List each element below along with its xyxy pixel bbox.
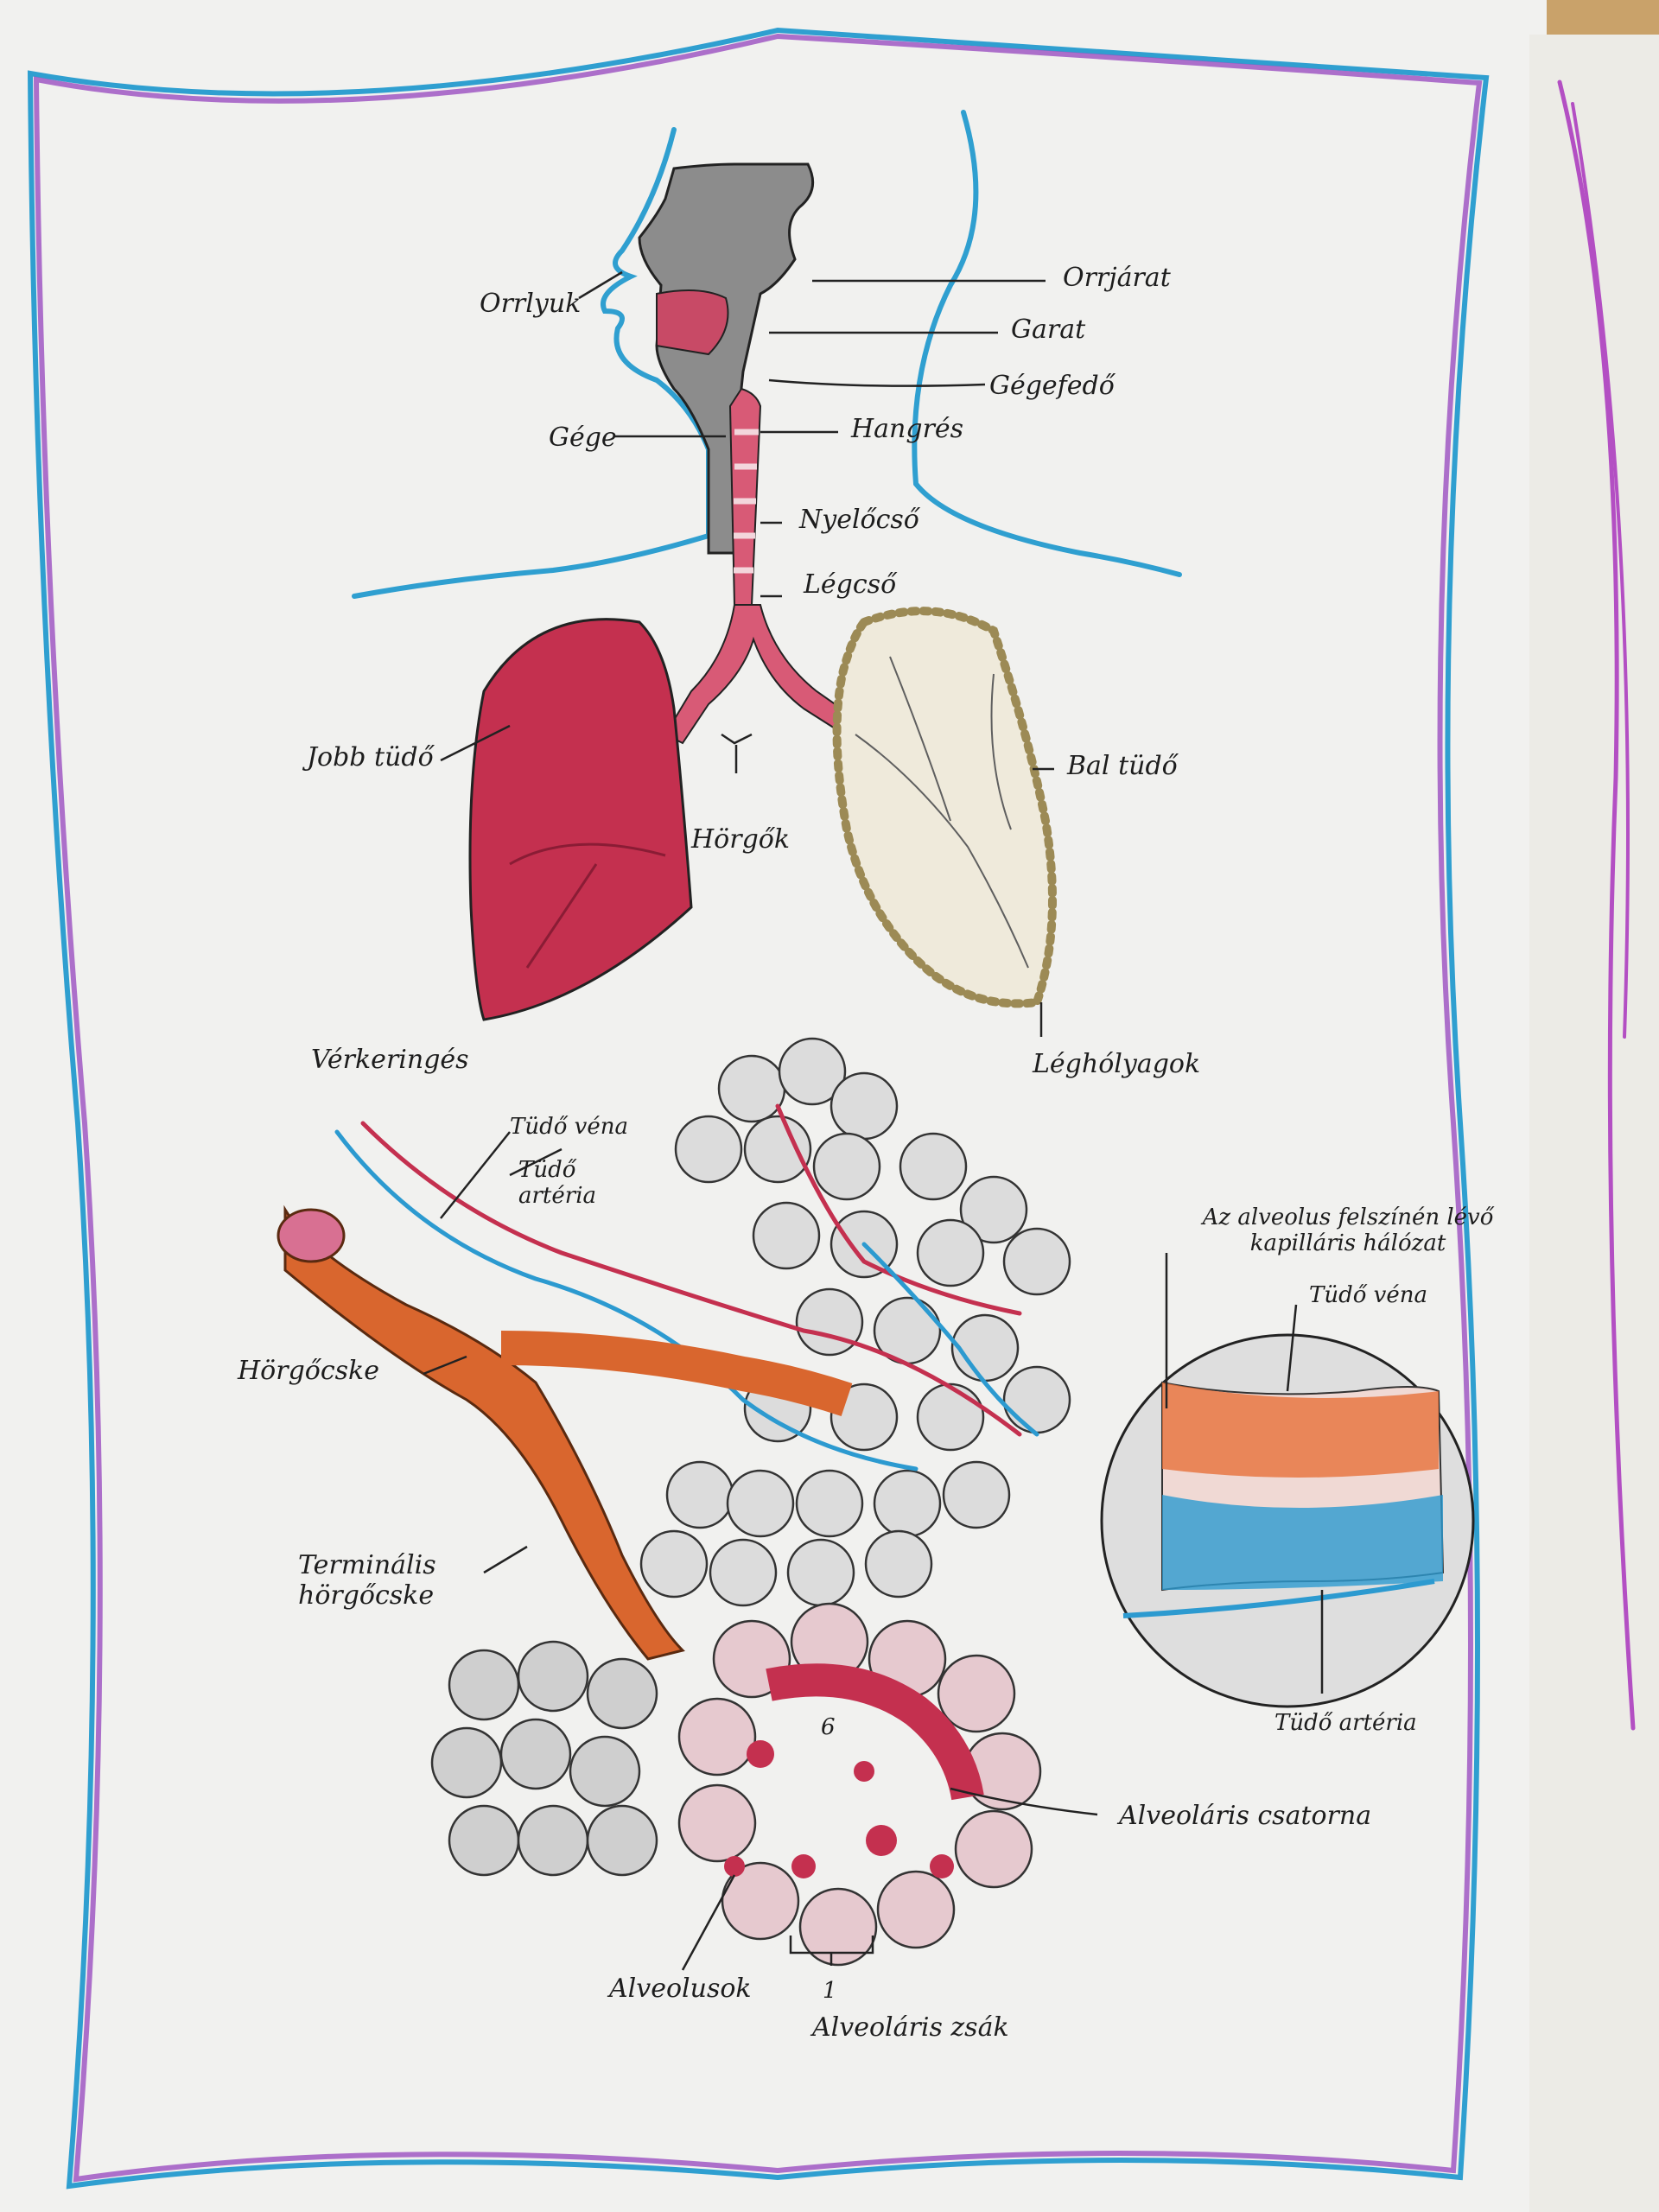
left-lung	[832, 607, 1057, 1008]
alveolar-sacs	[430, 1602, 1042, 1967]
label-horgocske: Hörgőcske	[238, 1356, 379, 1386]
next-page-edge	[1529, 35, 1659, 2212]
leader-lines	[423, 270, 1324, 1971]
alveoli-upper	[639, 1037, 1071, 1607]
label-garat: Garat	[1011, 315, 1086, 345]
label-tudo-arteria-2: Tüdő artéria	[1274, 1710, 1417, 1736]
label-legcso: Légcső	[804, 569, 897, 600]
label-verkeringes: Vérkeringés	[311, 1045, 469, 1075]
page-border	[27, 27, 1636, 2190]
label-gegefedo: Gégefedő	[989, 371, 1115, 401]
label-tudo-vena-2: Tüdő véna	[1309, 1282, 1427, 1308]
label-hangres: Hangrés	[851, 414, 964, 444]
bronchiole	[276, 1205, 853, 1661]
capillary-inset	[1100, 1333, 1475, 1708]
label-tudo-vena-1: Tüdő véna	[510, 1114, 628, 1140]
label-terminalis-horgocske: Terminális hörgőcske	[298, 1550, 436, 1611]
label-jobb-tudo: Jobb tüdő	[307, 742, 434, 772]
label-sac-number: 6	[821, 1714, 836, 1740]
label-alveolusok: Alveolusok	[609, 1974, 752, 2004]
label-tudo-arteria-1: Tüdő artéria	[518, 1157, 597, 1209]
label-orrjarat: Orrjárat	[1063, 263, 1171, 293]
capillary-vessels	[334, 1103, 1039, 1471]
label-gege: Gége	[549, 423, 617, 453]
trachea	[664, 387, 861, 745]
right-lung	[468, 618, 693, 1021]
label-alveolaris-zsak: Alveoláris zsák	[812, 2012, 1009, 2043]
head-neck-outline	[352, 110, 1182, 599]
label-inset-caption: Az alveolus felszínén lévő kapilláris há…	[1202, 1205, 1494, 1256]
label-orrlyuk: Orrlyuk	[480, 289, 582, 319]
label-leghólyagok: Léghólyagok	[1033, 1049, 1201, 1079]
label-horgok: Hörgők	[691, 824, 791, 855]
upper-airway	[638, 162, 815, 555]
label-nyelocso: Nyelőcső	[799, 505, 919, 535]
label-bracket-number: 1	[823, 1978, 837, 2004]
label-alveolaris-csatorna: Alveoláris csatorna	[1119, 1801, 1372, 1831]
label-bal-tudo: Bal tüdő	[1067, 751, 1178, 781]
